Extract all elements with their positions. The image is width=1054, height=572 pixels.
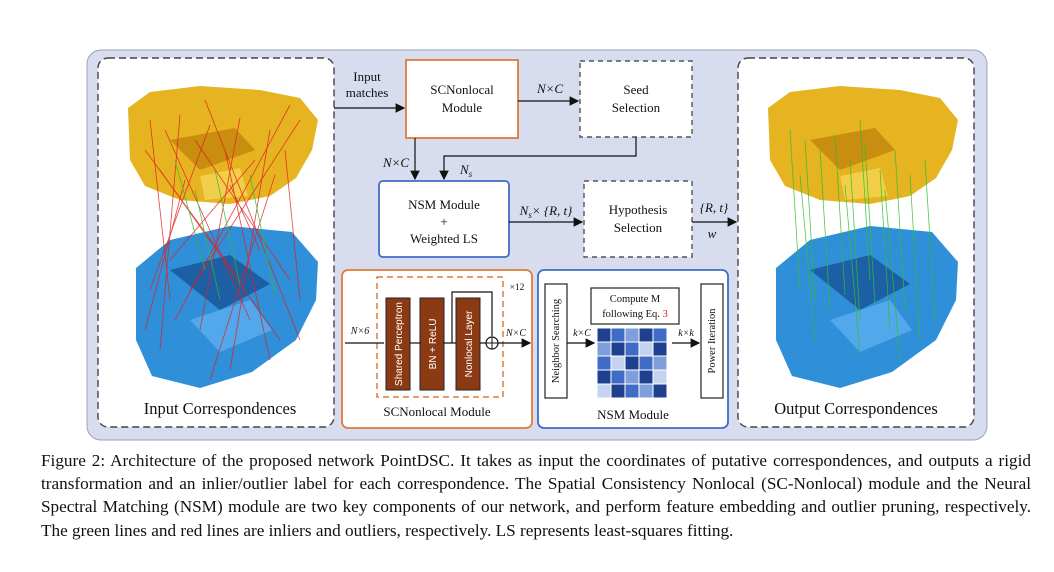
scnonlocal-detail: ×12 N×6 Shared Perceptron BN + ReLU Nonl… (341, 269, 533, 429)
matrix-cell (610, 341, 626, 357)
blue-point-cloud-output (776, 226, 958, 388)
input-correspondences-panel: Input Correspondences (97, 57, 335, 428)
kxc-label: k×C (573, 328, 591, 339)
hypothesis-selection-box (583, 180, 693, 258)
scnonlocal-detail-title: SCNonlocal Module (383, 404, 490, 419)
matrix-cell (638, 327, 654, 343)
caption-text: Architecture of the proposed network Poi… (41, 451, 1031, 540)
input-matches-label: Input (353, 69, 381, 84)
power-iteration-block (700, 283, 724, 399)
seed-box-label: Seed (623, 82, 649, 97)
scnonlocal-box (405, 59, 519, 139)
matrix-cell (624, 369, 640, 385)
affinity-matrix (596, 327, 668, 399)
left-panel-title: Input Correspondences (144, 399, 297, 418)
matrix-cell (624, 341, 640, 357)
matrix-cell (610, 383, 626, 399)
bn-relu-layer (419, 297, 445, 391)
matrix-cell (652, 383, 668, 399)
seed-selection-box (579, 60, 693, 138)
ns-rt-label: Ns× {R, t} (519, 203, 573, 220)
output-correspondence-lines (789, 119, 936, 361)
hypothesis-box-label-2: Selection (614, 220, 663, 235)
nsm-weighted-ls-box (378, 180, 510, 258)
nsm-box-label-3: Weighted LS (410, 231, 478, 246)
matrix-cell (596, 327, 612, 343)
neighbor-searching-block (544, 283, 568, 399)
matrix-cell (652, 369, 668, 385)
nsm-box-label-2: + (440, 214, 447, 229)
power-label: Power Iteration (707, 308, 718, 374)
architecture-figure: Input Correspondences (86, 49, 988, 441)
kxk-label: k×k (678, 328, 694, 339)
matrix-cell (624, 383, 640, 399)
matrix-cell (624, 327, 640, 343)
matrix-cell (596, 341, 612, 357)
w-output-label: w (708, 226, 717, 241)
nonlocal-layer (455, 297, 481, 391)
compute-m-label-2: following Eq. 3 (602, 309, 668, 320)
input-dim-label: N×6 (350, 326, 369, 337)
neighbor-label: Neighbor Searching (551, 298, 562, 383)
input-correspondence-lines (144, 99, 301, 381)
right-panel-title: Output Correspondences (774, 399, 938, 418)
layer2-label: BN + ReLU (428, 319, 439, 370)
matrix-cell (610, 355, 626, 371)
layer3-label: Nonlocal Layer (464, 310, 475, 377)
matrix-cell (638, 355, 654, 371)
nsm-detail: Neighbor Searching Compute M following E… (537, 269, 729, 429)
repeat-label: ×12 (510, 283, 525, 293)
matrix-cell (596, 383, 612, 399)
yellow-point-cloud-output (768, 86, 958, 204)
matrix-cell (610, 369, 626, 385)
compute-m-label: Compute M (610, 294, 661, 305)
nxc-left-label: N×C (382, 155, 409, 170)
input-matches-label-2: matches (346, 85, 389, 100)
nxc-top-label: N×C (536, 81, 563, 96)
matrix-cell (596, 355, 612, 371)
ns-label: Ns (459, 162, 473, 179)
seed-box-label-2: Selection (612, 100, 661, 115)
rt-output-label: {R, t} (700, 200, 729, 215)
caption-prefix: Figure 2: (41, 451, 111, 470)
scnonlocal-box-label-2: Module (442, 100, 483, 115)
output-dim-label: N×C (505, 328, 526, 339)
matrix-cell (638, 383, 654, 399)
matrix-cell (652, 355, 668, 371)
matrix-cell (652, 341, 668, 357)
matrix-cell (638, 341, 654, 357)
nsm-detail-title: NSM Module (597, 407, 669, 422)
nsm-box-label: NSM Module (408, 197, 480, 212)
matrix-cell (624, 355, 640, 371)
shared-perceptron-layer (385, 297, 411, 391)
output-correspondences-panel: Output Correspondences (737, 57, 975, 428)
matrix-cell (596, 369, 612, 385)
scnonlocal-box-label: SCNonlocal (430, 82, 494, 97)
matrix-cell (652, 327, 668, 343)
arrow-seed-to-nsm (439, 137, 637, 181)
compute-m-block (590, 287, 680, 325)
layer1-label: Shared Perceptron (394, 302, 405, 386)
matrix-cell (610, 327, 626, 343)
matrix-cell (638, 369, 654, 385)
figure-caption: Figure 2: Architecture of the proposed n… (41, 449, 1031, 542)
hypothesis-box-label: Hypothesis (609, 202, 668, 217)
